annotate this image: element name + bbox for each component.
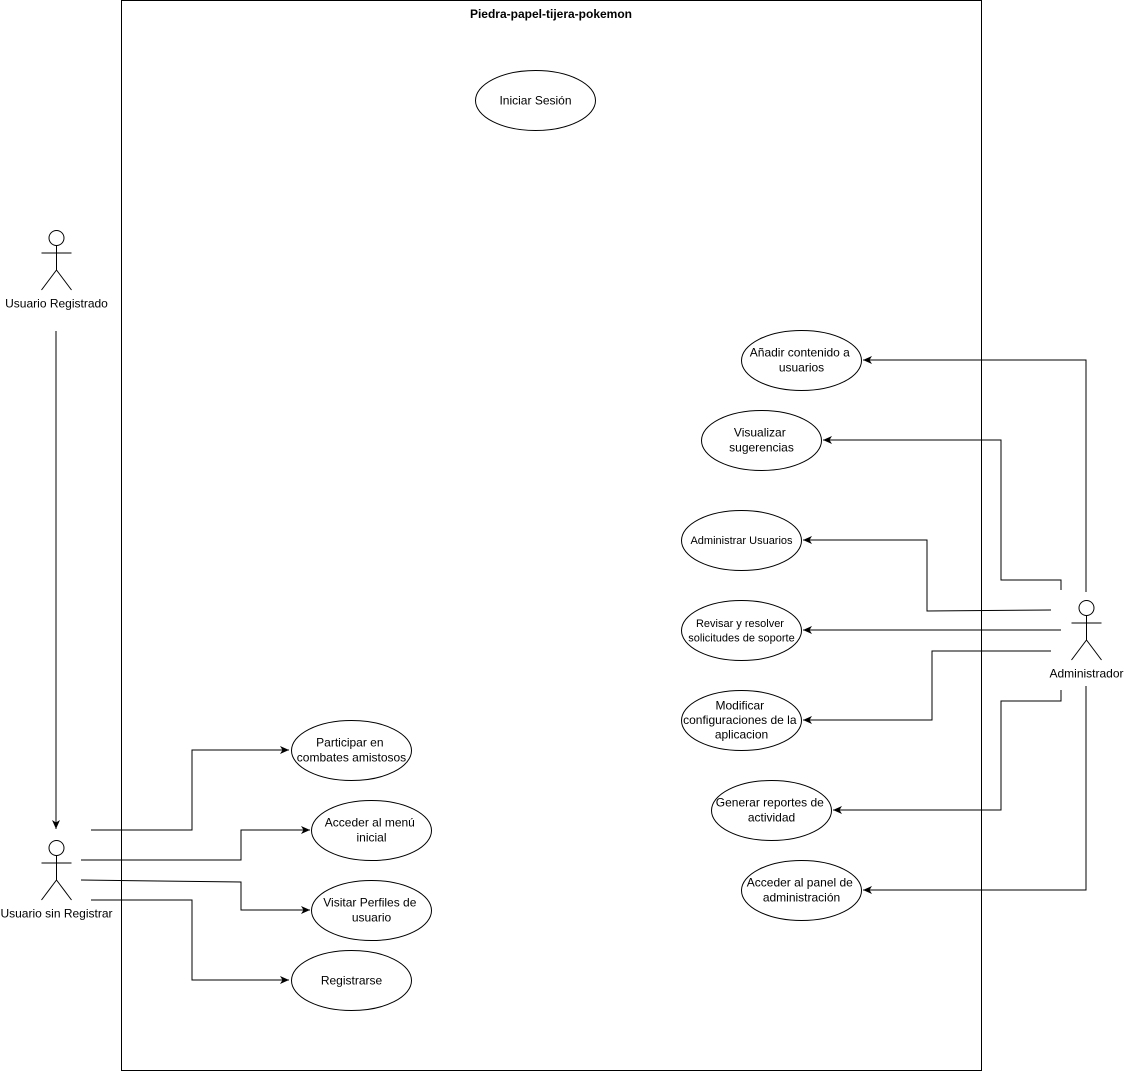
use-case-label: Revisar y resolver solicitudes de soport… xyxy=(688,618,794,645)
edge-admin-view-suggestions[interactable] xyxy=(823,436,1062,590)
use-case-label: Acceder al menú inicial xyxy=(325,816,418,845)
use-case-label: Acceder al panel de administración xyxy=(747,876,856,905)
use-case-manage-users[interactable]: Administrar Usuarios xyxy=(681,510,802,571)
edges xyxy=(52,331,1087,984)
actor-label: Usuario sin Registrar xyxy=(0,907,112,921)
edge-unregistered-friendly-battles[interactable] xyxy=(91,746,289,831)
use-case-label: Iniciar Sesión xyxy=(499,94,571,108)
use-case-admin-panel[interactable]: Acceder al panel de administración xyxy=(741,860,862,921)
stick-figure-icon xyxy=(41,230,72,291)
edge-admin-admin-panel[interactable] xyxy=(863,686,1087,894)
edge-unregistered-register[interactable] xyxy=(91,899,289,984)
use-case-label: Administrar Usuarios xyxy=(690,535,793,547)
use-case-label: Modificar configuraciones de la aplicaci… xyxy=(683,699,800,742)
edge-unregistered-main-menu[interactable] xyxy=(81,826,310,861)
use-case-friendly-battles[interactable]: Participar en combates amistosos xyxy=(291,720,412,781)
use-case-support-requests[interactable]: Revisar y resolver solicitudes de soport… xyxy=(681,600,802,661)
use-case-main-menu[interactable]: Acceder al menú inicial xyxy=(311,800,432,861)
stick-figure-icon xyxy=(41,840,72,901)
actor-unregistered-user[interactable]: Usuario sin Registrar xyxy=(0,840,113,921)
actor-label: Usuario Registrado xyxy=(5,297,108,311)
system-title: Piedra-papel-tijera-pokemon xyxy=(470,7,632,21)
edge-unregistered-visit-profiles[interactable] xyxy=(80,879,310,914)
use-case-login[interactable]: Iniciar Sesión xyxy=(475,70,596,131)
edge-admin-modify-config[interactable] xyxy=(803,650,1051,724)
use-case-visit-profiles[interactable]: Visitar Perfiles de usuario xyxy=(311,880,432,941)
use-case-view-suggestions[interactable]: Visualizar sugerencias xyxy=(701,410,822,471)
use-case-modify-config[interactable]: Modificar configuraciones de la aplicaci… xyxy=(681,690,802,751)
use-case-register[interactable]: Registrarse xyxy=(291,950,412,1011)
use-case-label: Registrarse xyxy=(321,974,383,988)
edge-admin-activity-reports[interactable] xyxy=(833,690,1062,814)
use-case-label: Generar reportes de actividad xyxy=(716,796,827,825)
edge-admin-add-content[interactable] xyxy=(863,356,1087,592)
edge-admin-manage-users[interactable] xyxy=(803,536,1052,612)
use-case-add-content[interactable]: Añadir contenido a usuarios xyxy=(741,330,862,391)
actor-registered-user[interactable]: Usuario Registrado xyxy=(5,230,108,311)
use-case-label: Participar en combates amistosos xyxy=(297,736,406,765)
use-case-activity-reports[interactable]: Generar reportes de actividad xyxy=(711,780,832,841)
use-case-label: Visitar Perfiles de usuario xyxy=(323,896,420,925)
use-case-label: Visualizar sugerencias xyxy=(729,426,794,455)
actor-label: Administrador xyxy=(1049,667,1123,681)
actor-administrator[interactable]: Administrador xyxy=(1049,600,1124,681)
use-case-label: Añadir contenido a usuarios xyxy=(750,346,853,375)
stick-figure-icon xyxy=(1071,600,1102,661)
